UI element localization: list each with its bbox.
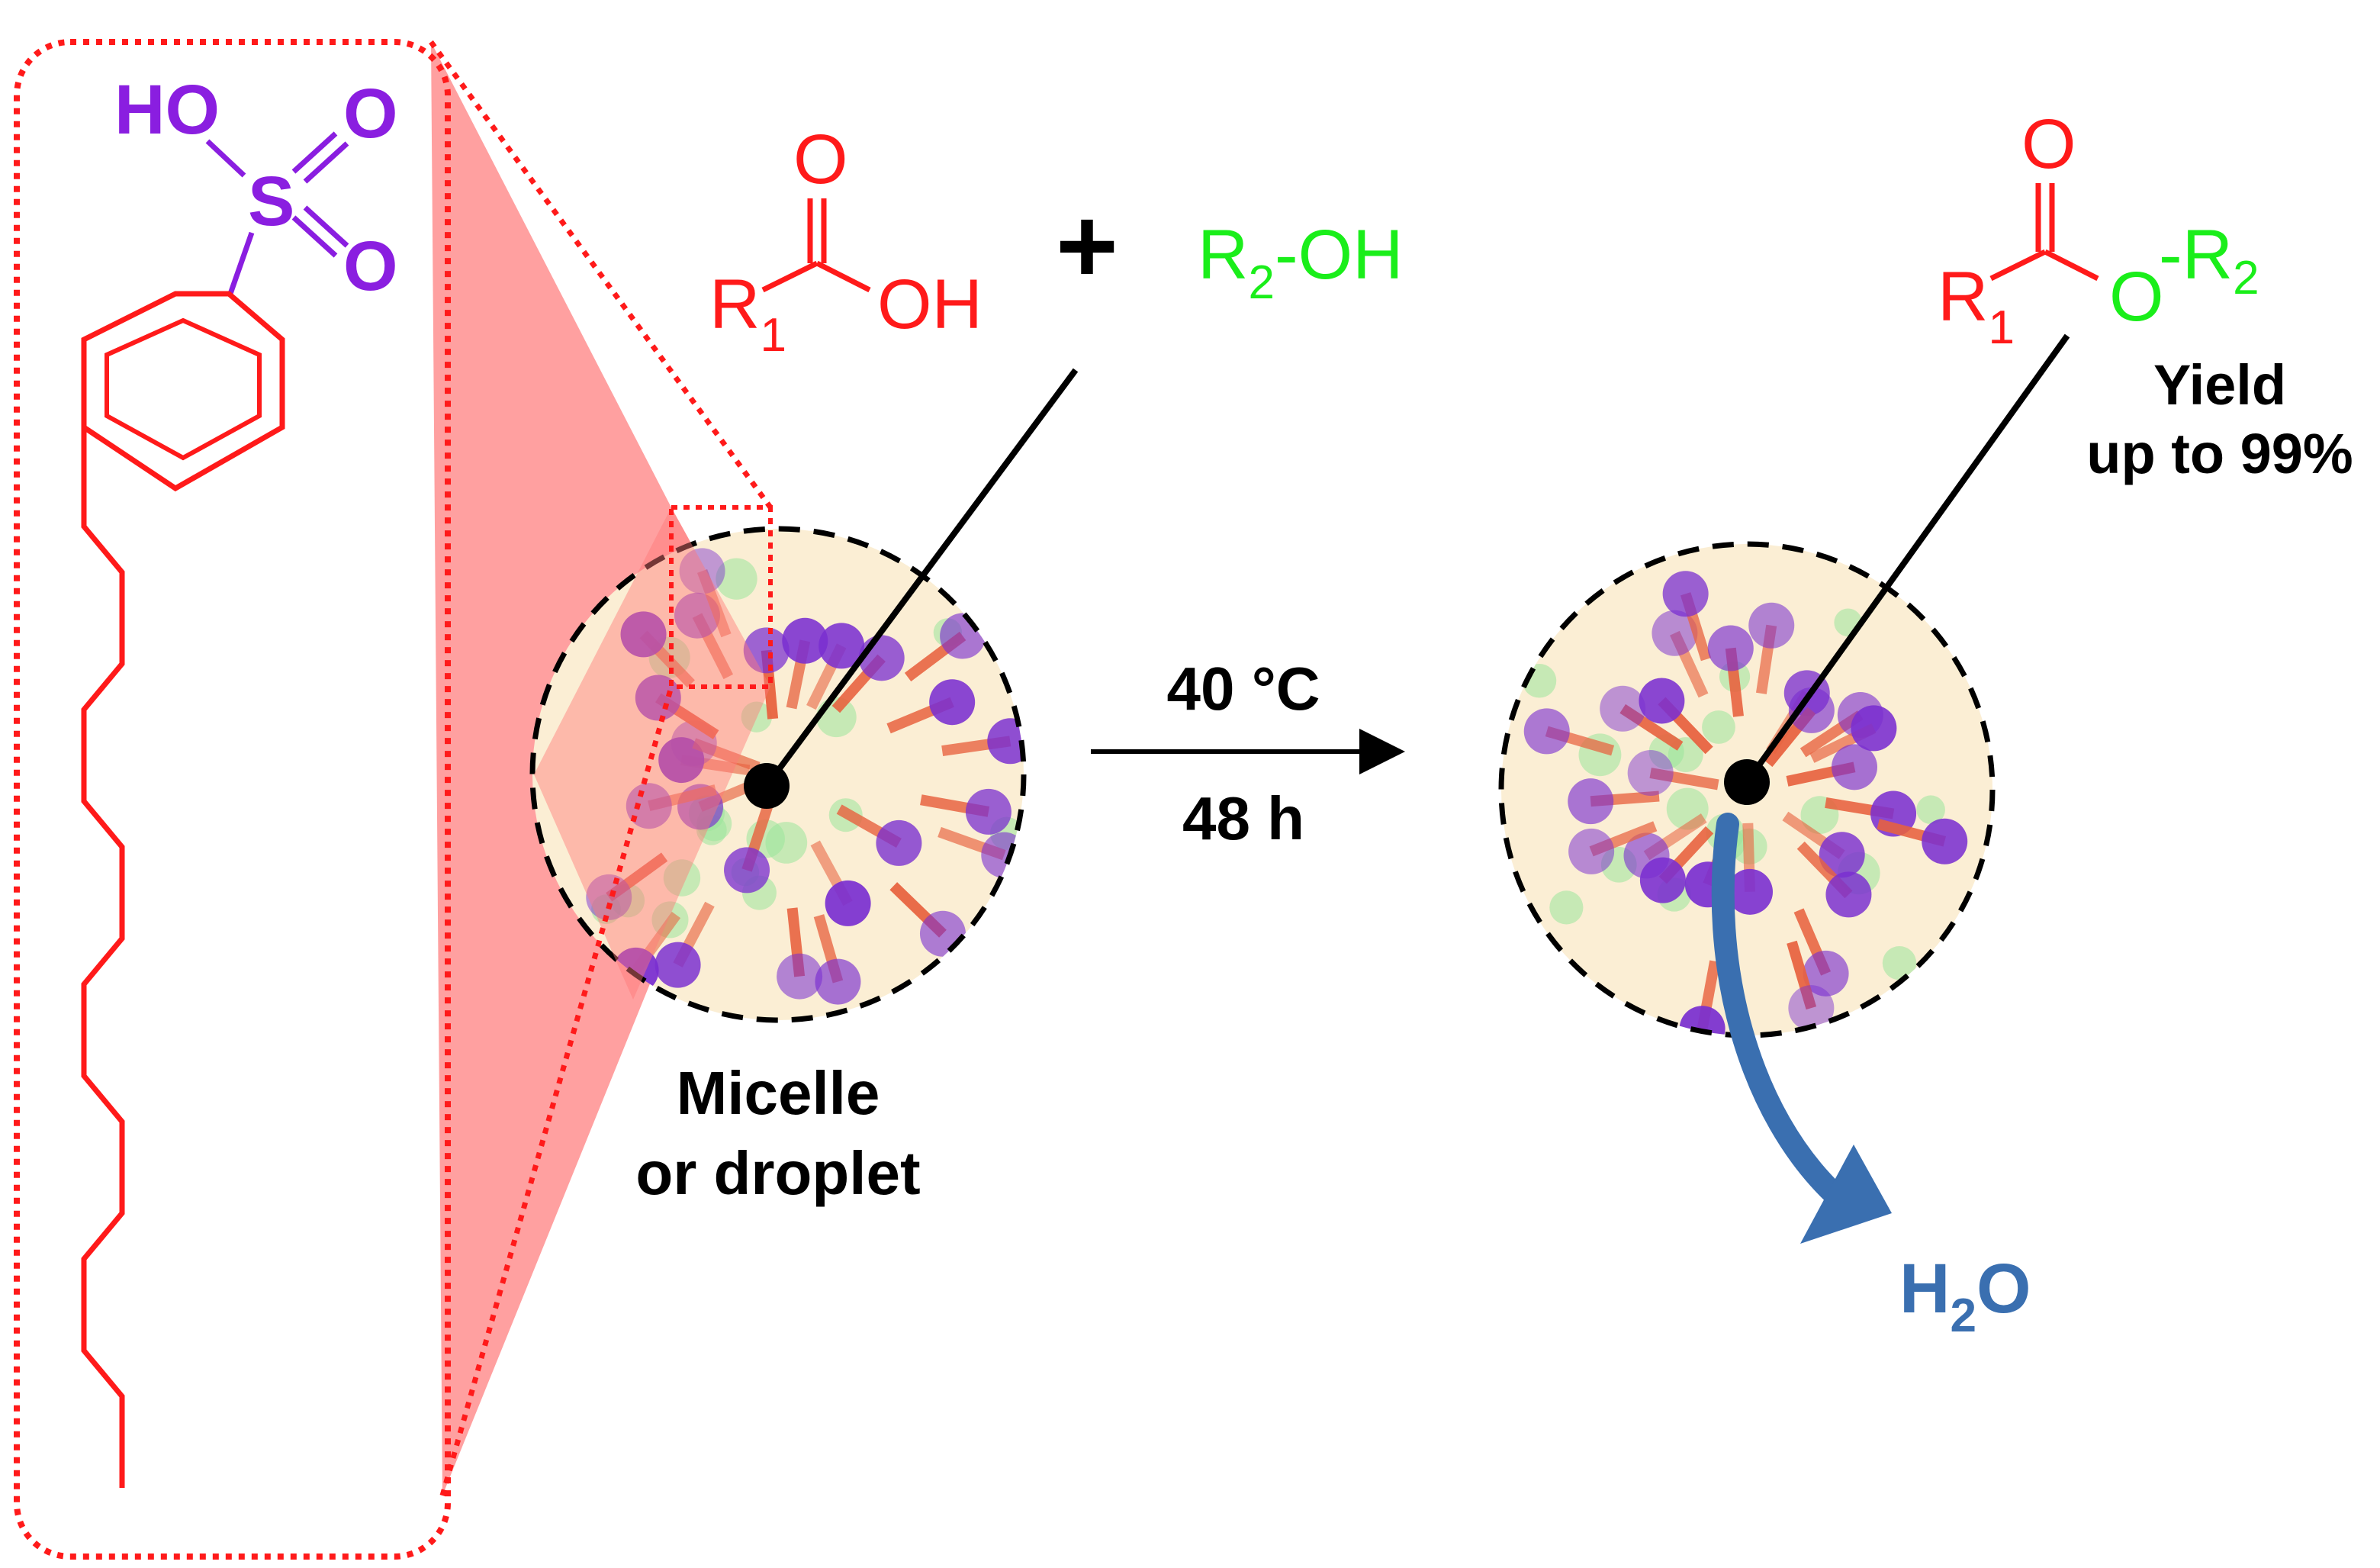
- micelle-head: [674, 592, 720, 639]
- zoom-line-bottom: [439, 686, 674, 1496]
- micelle-label-line2: or droplet: [635, 1139, 920, 1207]
- micelle-head: [679, 548, 725, 594]
- micelle-green-spot: [663, 859, 701, 897]
- micelle-head: [1788, 687, 1835, 733]
- alcohol: R2-OH: [1198, 216, 1404, 309]
- micelle-head: [782, 617, 828, 664]
- micelle-head: [1788, 985, 1835, 1032]
- micelle-tail: [692, 738, 761, 772]
- ester-link-o: O: [2109, 258, 2164, 336]
- micelle-head: [654, 942, 701, 988]
- ester-r1: R1: [1938, 258, 2015, 354]
- pointer-line-left: [764, 368, 1079, 788]
- micelle-head: [965, 788, 1011, 835]
- micelle-head: [1922, 818, 1968, 864]
- micelle-head: [1568, 778, 1614, 825]
- micelle-head: [825, 880, 871, 926]
- ester-r2: -R2: [2159, 216, 2259, 304]
- micelle-head: [658, 737, 705, 784]
- micelle-green-spot: [1882, 946, 1917, 980]
- micelle-head: [940, 613, 986, 659]
- micelle-head: [1803, 950, 1849, 997]
- condition-temperature: 40 °C: [1167, 655, 1320, 723]
- ester-product: O R1 O -R2: [1938, 105, 2259, 354]
- micelle-head: [858, 635, 905, 681]
- carboxylic-acid: O R1 OH: [709, 121, 983, 362]
- acid-oh: OH: [877, 266, 983, 343]
- micelle-head: [1726, 868, 1773, 915]
- micelle-green-spot: [1549, 890, 1584, 925]
- zoom-line-top: [429, 40, 773, 510]
- micelle-head: [987, 718, 1024, 765]
- micelle-head: [1748, 602, 1795, 649]
- micelle-head: [1831, 744, 1877, 790]
- micelle-head: [1825, 871, 1872, 918]
- micelle-head: [1707, 625, 1754, 671]
- micelle-head: [1568, 828, 1615, 874]
- water-arrow: [1711, 813, 1850, 1209]
- micelle-head: [1652, 610, 1698, 656]
- water-label: H2O: [1899, 1250, 2031, 1342]
- micelle-tail: [1619, 704, 1684, 751]
- micelle-head: [1662, 571, 1709, 617]
- acid-carbonyl-o: O: [793, 121, 848, 198]
- micelle-head: [1600, 685, 1646, 732]
- micelle-head: [1851, 705, 1897, 752]
- micelle-head: [929, 679, 976, 726]
- micelle-head: [1639, 678, 1685, 724]
- pointer-dot-right: [1724, 759, 1770, 805]
- surfactant-ho: HO: [114, 71, 220, 149]
- micelle-head: [743, 627, 790, 674]
- zoom-source-box: [669, 505, 773, 689]
- plus-sign: +: [1056, 185, 1118, 305]
- water-arrow-head: [1800, 1145, 1892, 1244]
- micelle-head: [876, 819, 922, 866]
- micelle-green-spot: [741, 701, 773, 732]
- acid-r1: R1: [709, 266, 786, 362]
- micelle-head: [815, 958, 861, 1005]
- micelle-head: [724, 847, 770, 893]
- micelle-green-spot: [1916, 795, 1945, 825]
- micelle-head: [626, 783, 672, 829]
- micelle-tail: [1787, 940, 1817, 1010]
- micelle-head: [586, 874, 632, 920]
- micelle-head: [919, 910, 966, 957]
- pointer-dot-left: [744, 763, 790, 809]
- micelle-label-line1: Micelle: [677, 1059, 880, 1127]
- micelle-head: [1627, 750, 1674, 797]
- surfactant-box: [14, 39, 451, 1560]
- surfactant-o-top: O: [343, 75, 398, 153]
- micelle-head: [620, 611, 667, 658]
- micelle-head: [1819, 832, 1865, 878]
- micelle-head: [1523, 708, 1570, 755]
- yield-line2: up to 99%: [2086, 422, 2353, 485]
- micelle-tail: [1649, 768, 1719, 790]
- micelle-head: [777, 953, 823, 1000]
- micelle-head: [1623, 832, 1670, 879]
- surfactant-o-bottom: O: [343, 227, 398, 305]
- condition-time: 48 h: [1182, 784, 1304, 852]
- micelle-green-spot: [1702, 710, 1735, 744]
- yield-line1: Yield: [2153, 353, 2286, 417]
- surfactant-structure: HO O S O: [81, 71, 398, 1488]
- micelle-head: [635, 675, 681, 721]
- micelle-head: [819, 623, 865, 669]
- surfactant-s: S: [248, 163, 294, 240]
- pointer-line-right: [1744, 333, 2070, 784]
- ester-carbonyl-o: O: [2021, 105, 2076, 183]
- micelle-head: [981, 832, 1024, 878]
- micelle-tail: [696, 568, 732, 638]
- micelle-green-spot: [716, 558, 757, 600]
